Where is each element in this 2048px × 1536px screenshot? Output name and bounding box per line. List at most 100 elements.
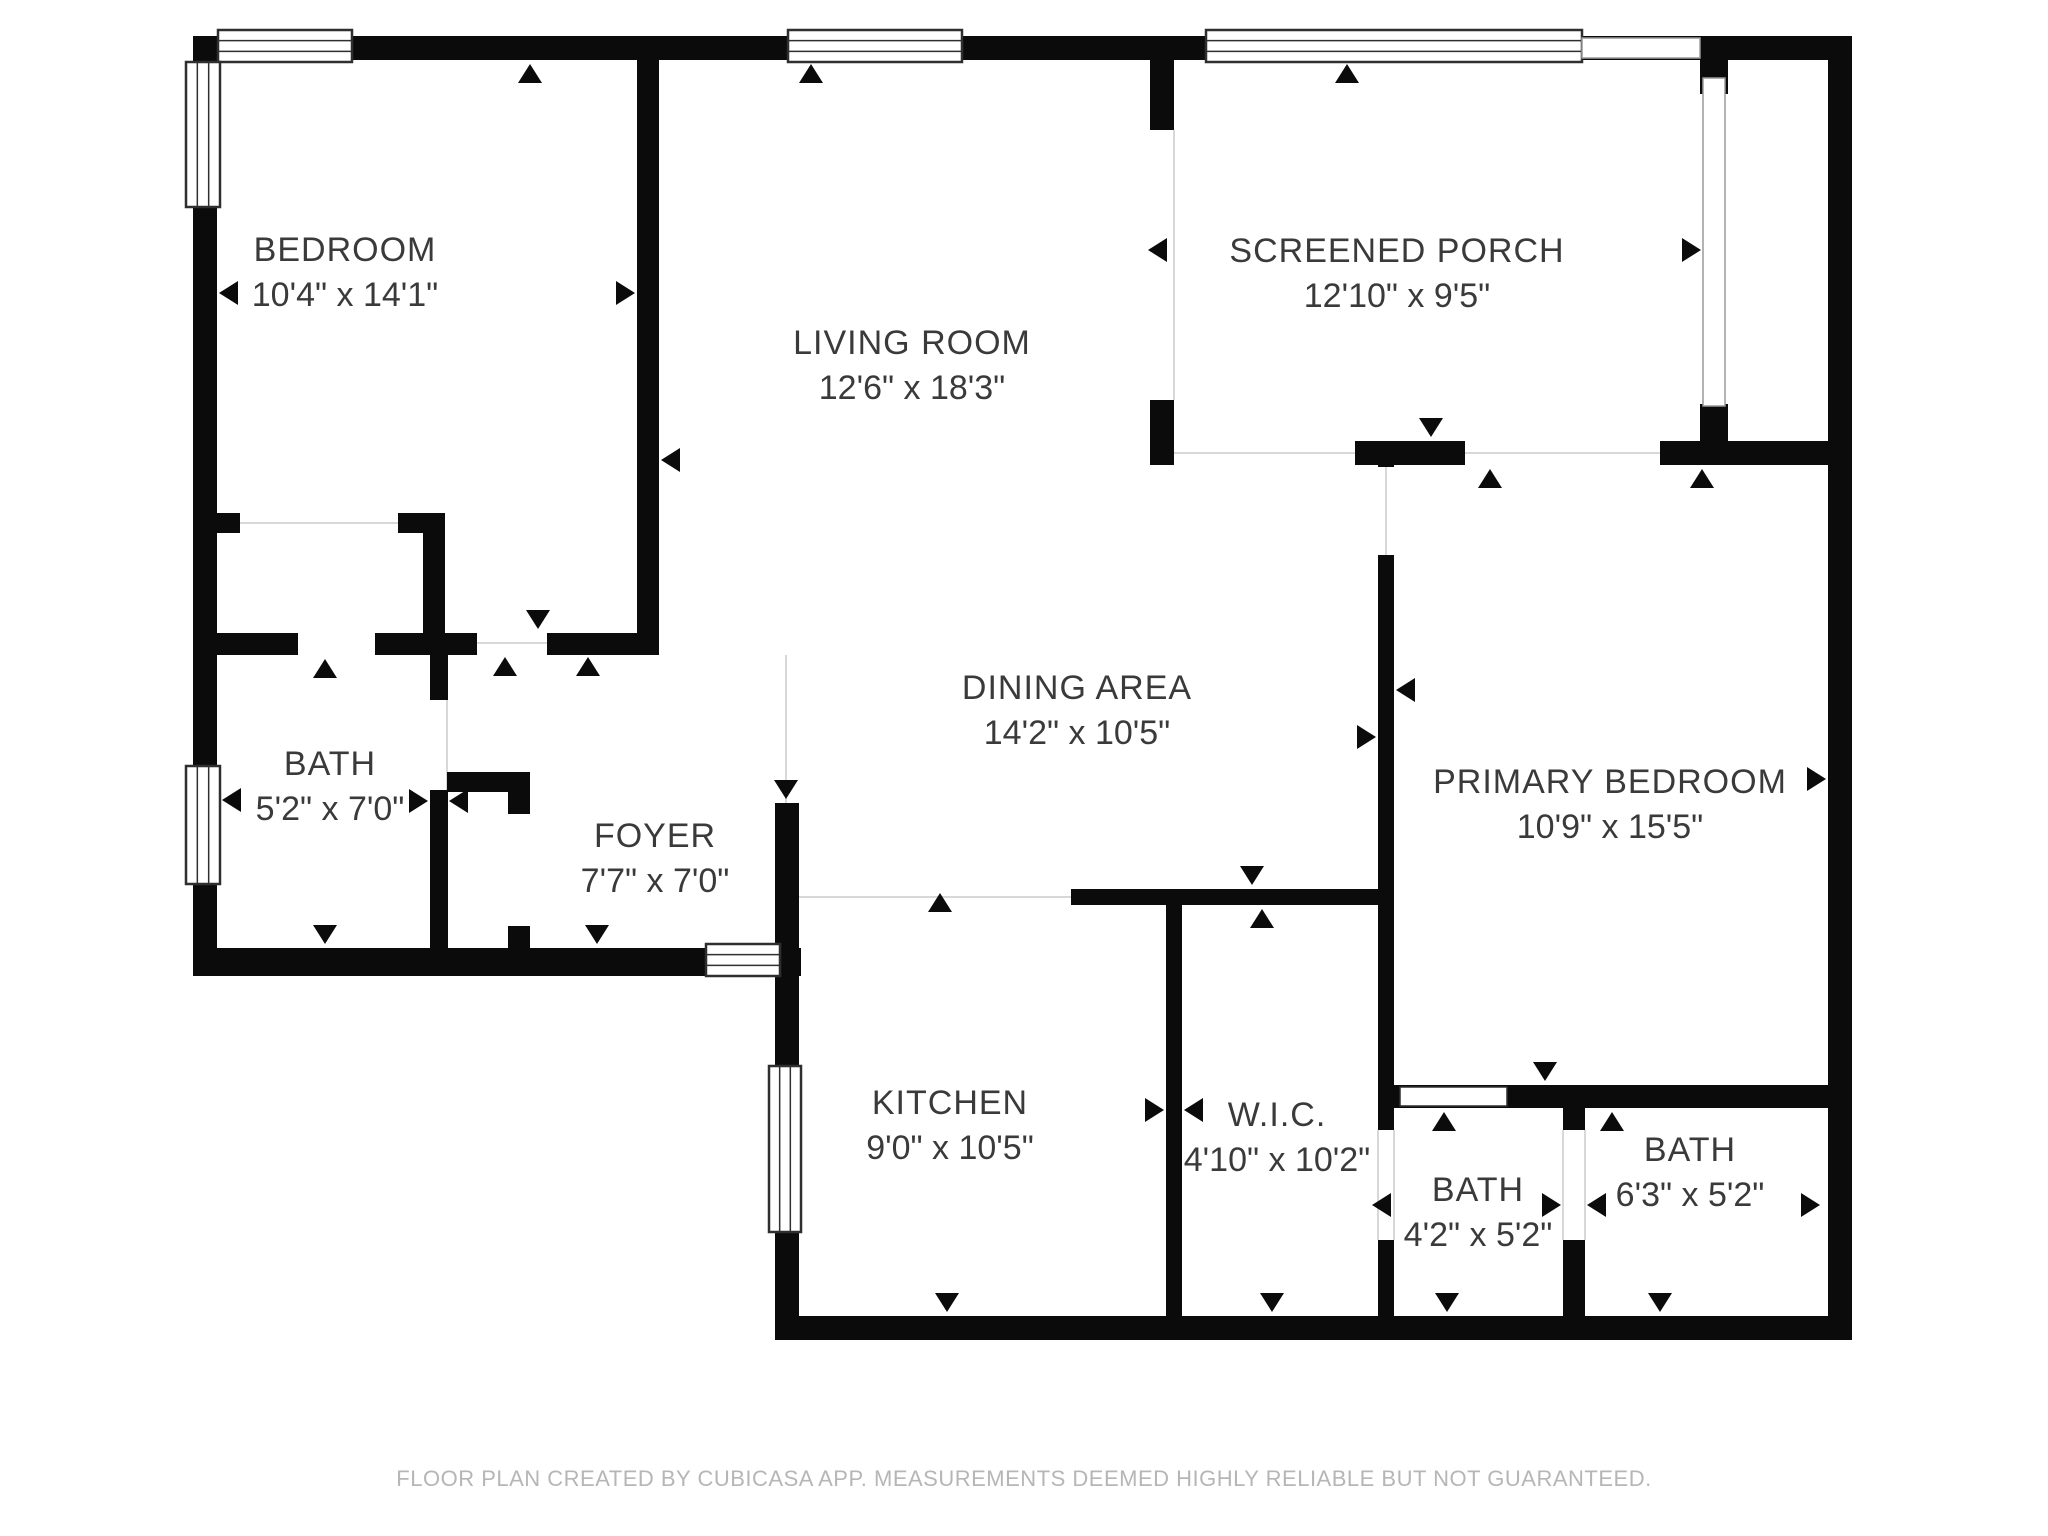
room-dims: 7'7" x 7'0" [581,862,730,900]
door-arrow-left [449,789,468,813]
door-arrow-up [518,64,542,83]
door-arrow-up [493,657,517,676]
screen-panel [1581,37,1701,59]
door-arrow-right [1801,1193,1820,1217]
wall [1378,441,1394,467]
door-arrow-down [1435,1293,1459,1312]
door-arrow-left [1372,1193,1391,1217]
room-name: BATH [1432,1171,1524,1209]
door-arrow-down [1240,866,1264,885]
cased-opening [1399,1086,1508,1107]
wall [775,1316,1852,1340]
wall [1150,60,1174,130]
wall [217,633,298,655]
room-dims: 6'3" x 5'2" [1616,1176,1765,1214]
room-dims: 4'2" x 5'2" [1404,1216,1553,1254]
room-dims: 10'9" x 15'5" [1517,808,1703,846]
wall [1660,441,1828,465]
door-arrow-left [219,281,238,305]
room-dims: 14'2" x 10'5" [984,714,1170,752]
door-arrow-left [1396,678,1415,702]
room-name: BEDROOM [254,231,437,269]
window [184,764,222,886]
door-arrow-down [774,780,798,799]
door-arrow-up [1600,1112,1624,1131]
window [704,942,782,978]
wall [447,772,530,792]
wall [1378,555,1394,1130]
door-arrow-up [1690,469,1714,488]
wall [508,926,530,948]
door-arrow-left [1148,238,1167,262]
wall [637,60,659,655]
door-arrow-up [1250,909,1274,928]
wall [1394,1085,1852,1108]
room-name: FOYER [594,817,716,855]
room-dims: 5'2" x 7'0" [256,790,405,828]
wall [217,513,240,533]
door-arrow-up [799,64,823,83]
wall [1700,404,1728,441]
wall [1378,1240,1394,1316]
window [184,60,222,209]
door-arrow-down [313,925,337,944]
door-arrow-up [576,657,600,676]
door-arrow-right [1145,1098,1164,1122]
door-arrow-down [935,1293,959,1312]
door-arrow-right [616,281,635,305]
door-arrow-down [526,610,550,629]
window [1204,28,1584,64]
room-dims: 12'6" x 18'3" [819,369,1005,407]
wall [430,655,448,700]
door-arrow-down [1419,418,1443,437]
wall [1150,400,1174,465]
wall [1166,905,1182,1316]
room-name: W.I.C. [1228,1096,1327,1134]
wall [1563,1240,1585,1316]
door-arrow-up [1432,1112,1456,1131]
wall [430,790,448,948]
door-arrow-down [1533,1062,1557,1081]
room-name: KITCHEN [872,1084,1028,1122]
room-name: BATH [284,745,376,783]
screen-panel [1702,77,1726,407]
door-arrow-right [1807,767,1826,791]
window [767,1064,803,1234]
door-arrow-right [1682,238,1701,262]
door-arrow-left [222,788,241,812]
room-dims: 9'0" x 10'5" [866,1129,1034,1167]
door-arrow-right [409,789,428,813]
wall [547,633,659,655]
wall [1563,1108,1585,1130]
door-arrow-up [1478,469,1502,488]
door-arrow-up [928,893,952,912]
room-name: BATH [1644,1131,1736,1169]
room-dims: 4'10" x 10'2" [1184,1141,1370,1179]
door-arrow-up [1335,64,1359,83]
wall [1828,36,1852,1340]
wall [1071,889,1394,905]
room-name: SCREENED PORCH [1229,232,1564,270]
room-dims: 10'4" x 14'1" [252,276,438,314]
door-arrow-left [1184,1098,1203,1122]
door-arrow-right [1357,725,1376,749]
door-arrow-down [585,925,609,944]
window [786,28,964,64]
door-arrow-down [1260,1293,1284,1312]
room-name: PRIMARY BEDROOM [1433,763,1787,801]
door-arrow-right [1542,1193,1561,1217]
wall [193,948,801,976]
footer-credit: FLOOR PLAN CREATED BY CUBICASA APP. MEAS… [396,1466,1652,1491]
door-arrow-down [1648,1293,1672,1312]
door-arrow-left [661,448,680,472]
room-name: LIVING ROOM [793,324,1031,362]
window [216,28,354,64]
door-arrow-up [313,659,337,678]
wall [423,513,445,655]
door-arrow-left [1587,1193,1606,1217]
room-name: DINING AREA [962,669,1192,707]
room-dims: 12'10" x 9'5" [1304,277,1490,315]
wall [1355,441,1465,465]
